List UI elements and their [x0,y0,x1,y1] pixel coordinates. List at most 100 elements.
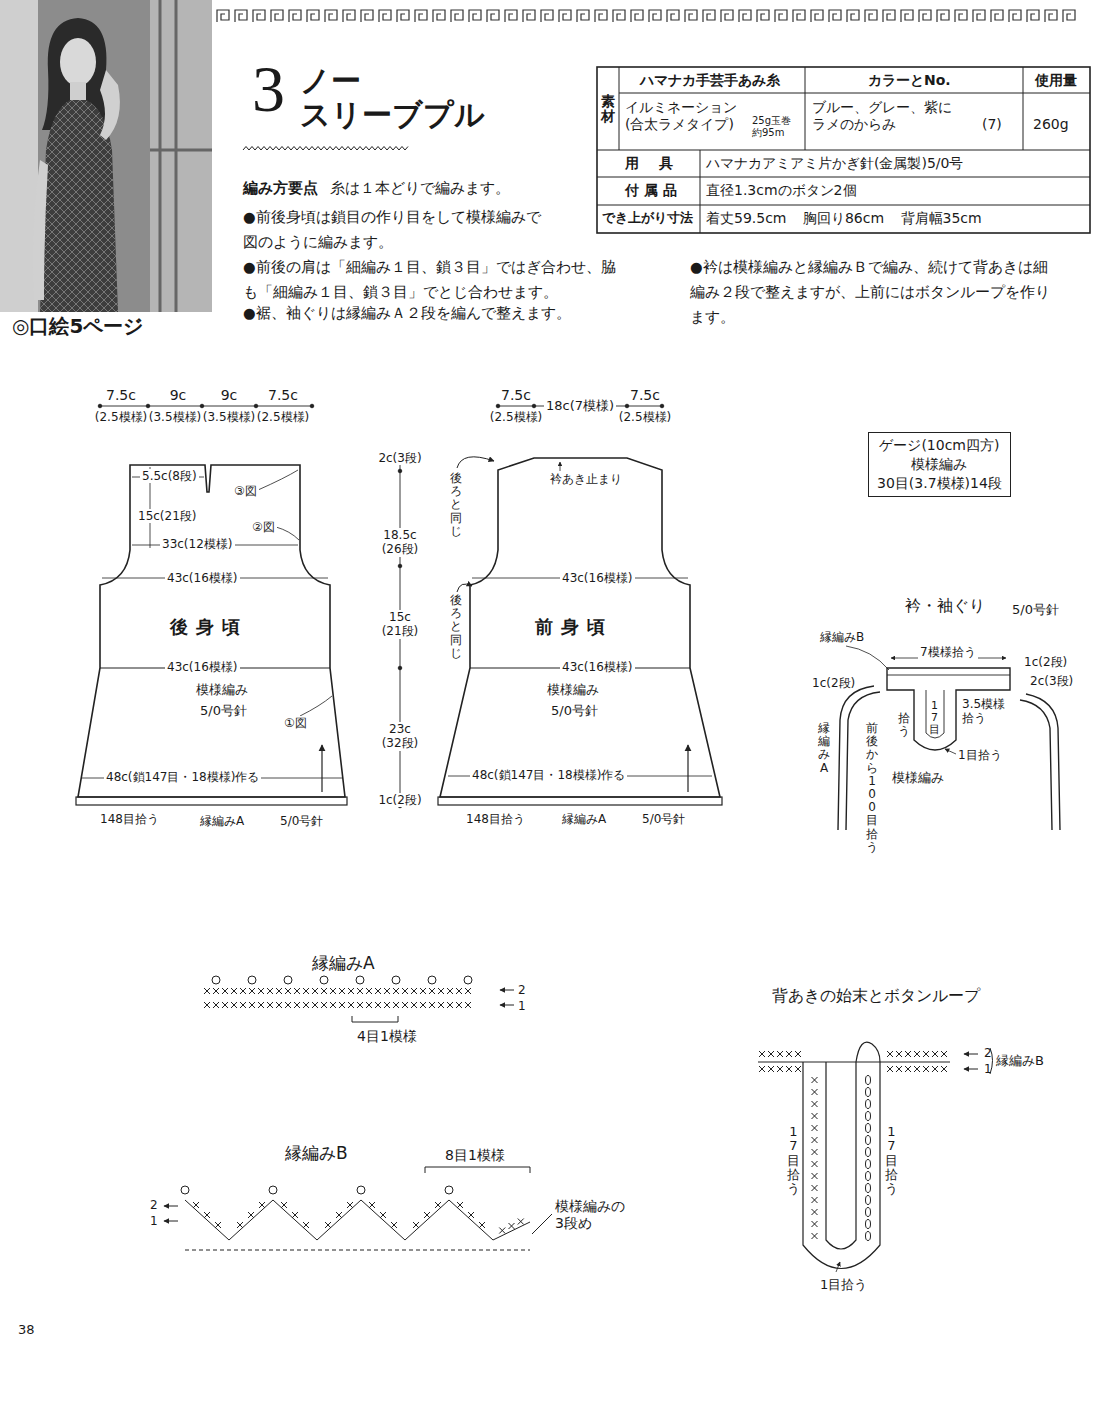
garment-outline [438,797,722,805]
single-crochet-symbol [812,1233,818,1239]
single-crochet-symbol [240,988,246,994]
model-photo [100,70,120,140]
pattern-label: 2c(3段) [376,451,423,465]
pattern-label: (2.5模様) [95,410,147,424]
single-crochet-symbol [258,988,264,994]
pattern-label: 15c(21段) [136,509,199,523]
pattern-label: 43c(16模様) [560,571,635,585]
single-crochet-symbol [347,1202,353,1208]
border-ornament [1063,10,1075,22]
pattern-label: 縁編みB [285,1143,348,1163]
border-ornament [973,10,985,22]
pattern-label: 43c(16模様) [560,660,635,674]
single-crochet-symbol [468,1212,474,1218]
chain-stitch-symbol [866,1136,871,1145]
material-table [597,67,1090,233]
border-ornament [847,10,859,22]
single-crochet-symbol [339,1002,345,1008]
pattern-label: 9c [170,387,187,404]
pattern-label: 25g玉巻 約95m [752,115,795,139]
single-crochet-symbol [456,988,462,994]
chain-stitch-symbol [866,1184,871,1193]
pattern-label: 縁編みA [818,722,830,775]
picot-symbol [181,1186,189,1194]
border-ornament [469,10,481,22]
border-ornament [271,10,283,22]
single-crochet-symbol [812,1089,818,1095]
pattern-label: 7模様拾う [918,645,978,659]
model-photo [33,160,48,300]
garment-outline [82,467,342,778]
chain-stitch-symbol [866,1088,871,1097]
single-crochet-symbol [447,1002,453,1008]
pattern-label: 着丈59.5cm 胸回り86cm 背肩幅35cm [706,210,982,227]
single-crochet-symbol [465,1002,471,1008]
dimension-line [310,404,314,408]
pattern-label: ●衿は模様編みと縁編みＢで編み、続けて背あきは細 編み２段で整えますが、上前には… [690,255,1053,330]
model-photo [0,0,212,312]
single-crochet-symbol [285,1002,291,1008]
border-ornament [397,10,409,22]
picot-symbol [212,976,220,984]
piece-note: 模様編み [196,682,248,698]
back-opening-diagram [856,1042,880,1062]
title-text: ノー スリーブプル [300,64,488,131]
back-opening-diagram [758,1042,950,1272]
single-crochet-symbol [812,1221,818,1227]
border-ornament [505,10,517,22]
border-ornament [883,10,895,22]
border-ornament [325,10,337,22]
pattern-label: ③図 [232,484,259,498]
single-crochet-symbol [393,1002,399,1008]
single-crochet-symbol [258,1002,264,1008]
pattern-label: 前後から100目拾う [866,722,878,854]
model-photo [150,0,212,312]
pattern-label: (2.5模様) [257,410,309,424]
material-table [597,67,1090,233]
pattern-label: 5/0号針 [642,812,685,826]
chain-stitch-symbol [866,1208,871,1217]
pattern-label: イルミネーション (合太ラメタイプ) [625,99,740,133]
pattern-label: 編み方要点 [243,180,318,197]
collar-diagram [1026,694,1060,830]
back-opening-diagram [758,1061,950,1062]
pattern-label: 5/0号針 [280,814,323,828]
single-crochet-symbol [887,1066,893,1072]
single-crochet-symbol [215,1222,221,1228]
pattern-label: 1c(2段) [376,793,423,807]
piece-name: 前身頃 [535,616,613,638]
single-crochet-symbol [905,1051,911,1057]
pattern-label: 1 [150,1214,158,1228]
single-crochet-symbol [518,1219,524,1225]
single-crochet-symbol [375,1002,381,1008]
single-crochet-symbol [375,988,381,994]
single-crochet-symbol [914,1066,920,1072]
pattern-label: 後ろと同じ [450,472,462,538]
single-crochet-symbol [411,1002,417,1008]
single-crochet-symbol [312,988,318,994]
pattern-label: 48c(鎖147目・18模様)作る [104,770,261,784]
pattern-label: ●裾、袖ぐりは縁編みＡ２段を編んで整えます。 [243,305,571,322]
pattern-label: (7) [982,116,1002,133]
chart-arrow [500,990,514,991]
pattern-label: 模様編み [892,770,944,786]
border-ornament [235,10,247,22]
border-ornament [919,10,931,22]
single-crochet-symbol [411,988,417,994]
single-crochet-symbol [384,988,390,994]
garment-outline [687,745,688,792]
title-underline [243,147,408,151]
single-crochet-symbol [896,1051,902,1057]
collar-diagram [926,690,944,738]
single-crochet-symbol [348,1002,354,1008]
model-photo [0,0,38,312]
pattern-label: 2 [984,1046,992,1060]
single-crochet-symbol [812,1185,818,1191]
border-ornament [613,10,625,22]
pattern-label: 1 [984,1062,992,1076]
single-crochet-symbol [213,1002,219,1008]
border-ornament [1045,10,1057,22]
border-ornament [433,10,445,22]
gauge-text: 30目(3.7模様)14段 [877,474,1002,493]
single-crochet-symbol [393,988,399,994]
